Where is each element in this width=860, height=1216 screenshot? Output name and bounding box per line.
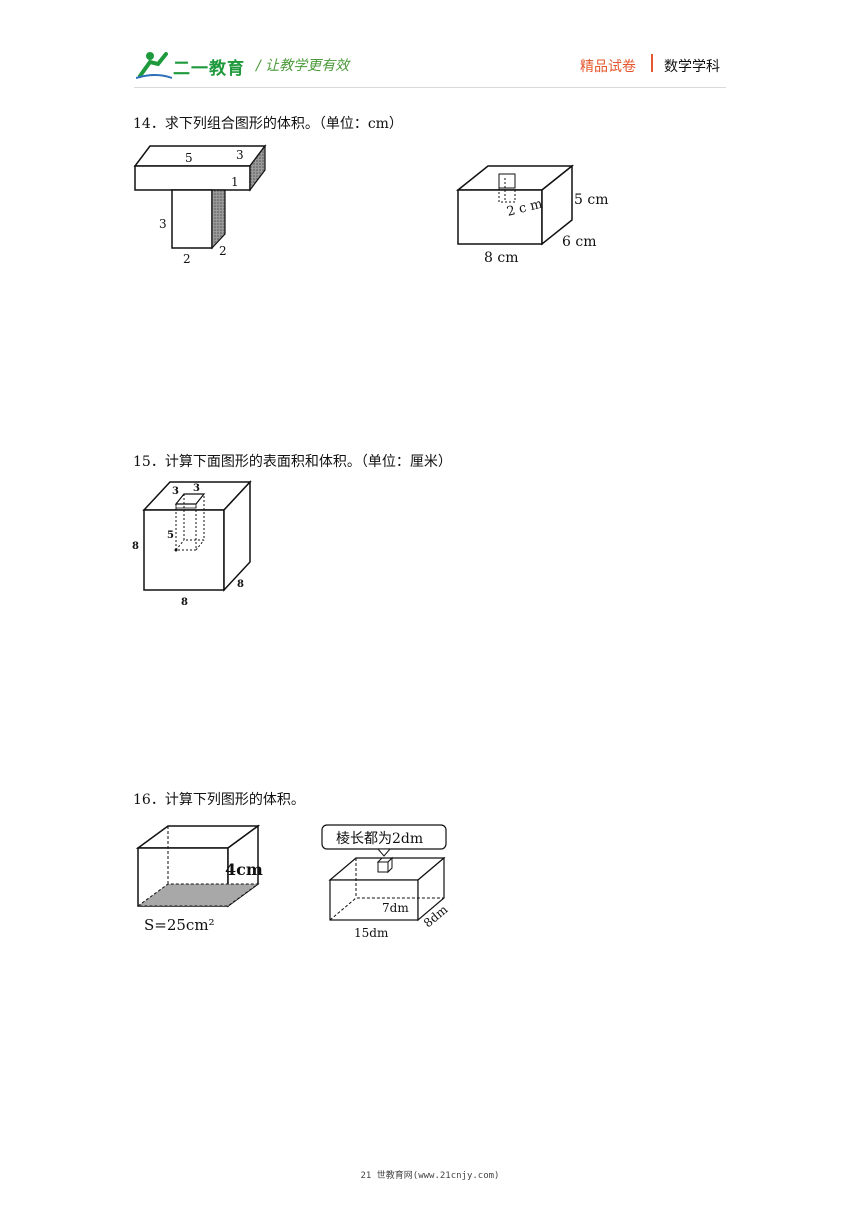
- cube-label-depth-8: 8: [237, 579, 244, 590]
- t-label-2-bottom: 2: [183, 252, 191, 266]
- header-rule: [134, 87, 726, 88]
- figure-14-t-shape: 5 3 1 3 2 2: [133, 144, 267, 266]
- figure-16-cuboid-with-cube: 棱长都为2dm 7dm 8dm 15dm: [321, 824, 451, 940]
- question-14-title: 14．求下列组合图形的体积。（单位：cm）: [133, 116, 403, 132]
- cube-label-hole-3b: 3: [193, 483, 200, 494]
- prism-label-base-area: S=25cm²: [144, 916, 215, 934]
- cuboid2-label-height: 7dm: [382, 901, 409, 915]
- figure-15-cube-with-hole: 3 3 5 8 8 8: [132, 480, 252, 608]
- cuboid2-label-length: 15dm: [354, 926, 389, 940]
- cuboid-label-5cm: 5 cm: [574, 192, 608, 208]
- cube-label-height-8: 8: [132, 541, 139, 552]
- t-label-5: 5: [185, 151, 193, 165]
- figure-14-cuboid-with-hole: 5 cm 2 c m 6 cm 8 cm: [455, 164, 608, 266]
- cube-label-hole-3a: 3: [172, 486, 179, 497]
- prism-label-height: 4cm: [225, 860, 263, 879]
- runner-logo-icon: [136, 52, 173, 79]
- cube-label-width-8: 8: [181, 597, 188, 608]
- callout-text: 棱长都为2dm: [336, 831, 423, 847]
- page-footer: 21 世教育网(www.21cnjy.com): [360, 1171, 500, 1181]
- figure-16-prism-base-area: 4cm S=25cm²: [135, 824, 263, 934]
- slogan: / 让教学更有效: [256, 58, 350, 74]
- subject-label: 数学学科: [664, 59, 720, 75]
- t-label-3-side: 3: [159, 217, 167, 231]
- cuboid-label-8cm: 8 cm: [484, 250, 518, 266]
- header-separator: [651, 54, 653, 72]
- cube-label-hole-5: 5: [167, 530, 174, 541]
- logo-text: 二一教育: [173, 59, 245, 79]
- cuboid-label-6cm: 6 cm: [562, 234, 596, 250]
- brand-label: 精品试卷: [580, 59, 636, 75]
- t-label-3-top: 3: [236, 148, 244, 162]
- question-15-title: 15．计算下面图形的表面积和体积。（单位：厘米）: [133, 454, 452, 470]
- question-16-title: 16．计算下列图形的体积。: [133, 792, 305, 808]
- page-header: 二一教育 / 让教学更有效 精品试卷 数学学科: [0, 0, 860, 95]
- t-label-2-side: 2: [219, 244, 227, 258]
- t-label-1: 1: [231, 175, 239, 189]
